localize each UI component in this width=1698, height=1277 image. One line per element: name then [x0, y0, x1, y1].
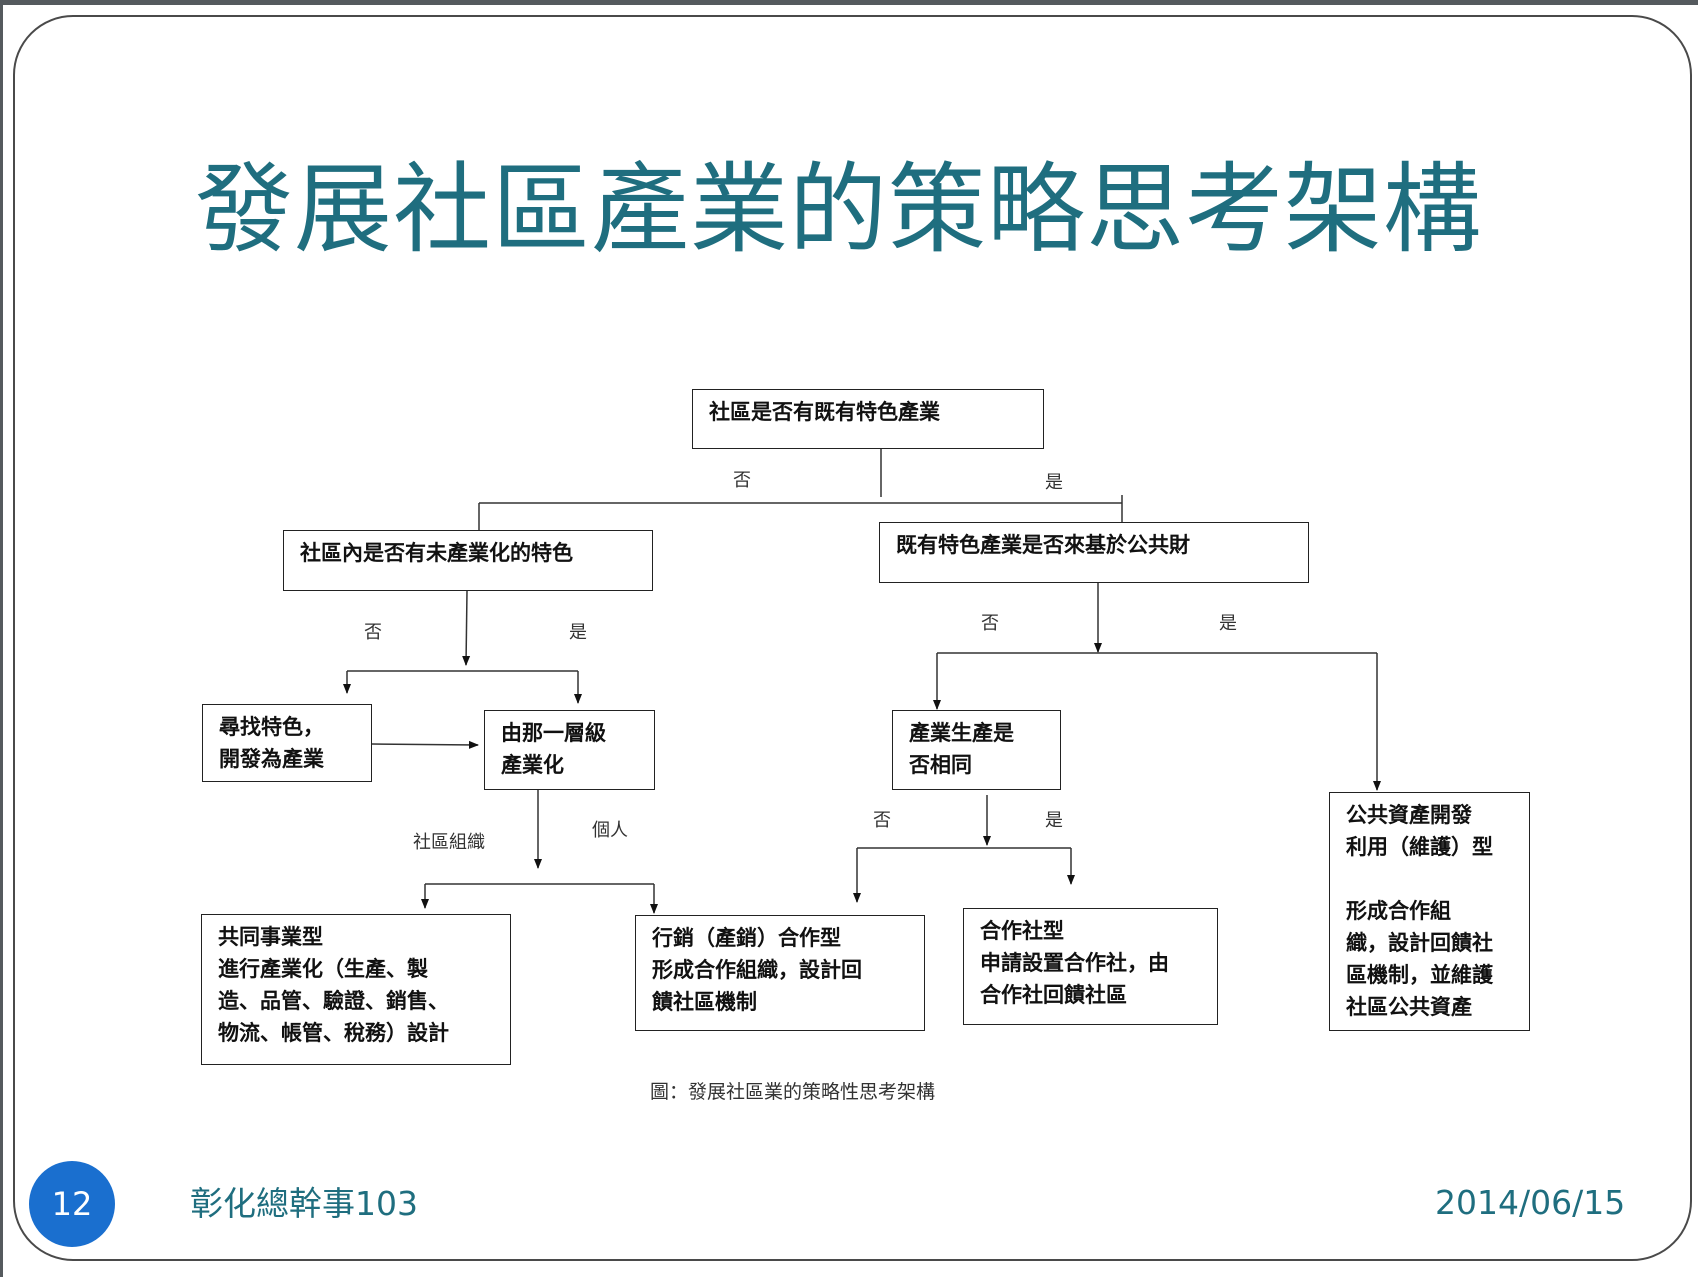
top-frame-bar: [0, 0, 1698, 5]
footer-left-text: 彰化總幹事103: [190, 1184, 418, 1223]
node-same-production: 產業生產是 否相同: [892, 710, 1061, 790]
label-root-no: 否: [733, 470, 751, 491]
label-level-org: 社區組織: [413, 832, 485, 853]
node-marketing-coop: 行銷（產銷）合作型 形成合作組織，設計回 饋社區機制: [635, 915, 925, 1031]
page-number-badge: 12: [29, 1161, 115, 1247]
node-which-level: 由那一層級 產業化: [484, 710, 655, 790]
label-pub-no: 否: [981, 613, 999, 634]
label-same-no: 否: [873, 810, 891, 831]
node-public-goods: 既有特色產業是否來基於公共財: [879, 522, 1309, 583]
label-pub-yes: 是: [1219, 613, 1237, 634]
node-unindustrialized: 社區內是否有未產業化的特色: [283, 530, 653, 591]
label-level-individual: 個人: [592, 820, 628, 841]
slide-title: 發展社區產業的策略思考架構: [195, 153, 1483, 267]
footer-date: 2014/06/15: [1435, 1183, 1626, 1222]
node-find-features: 尋找特色， 開發為產業: [202, 704, 372, 782]
label-unind-no: 否: [364, 622, 382, 643]
label-same-yes: 是: [1045, 810, 1063, 831]
left-frame-bar: [0, 0, 3, 1277]
diagram-caption: 圖：發展社區業的策略性思考架構: [650, 1081, 936, 1103]
node-cooperative: 合作社型 申請設置合作社，由 合作社回饋社區: [963, 908, 1218, 1025]
node-root: 社區是否有既有特色產業: [692, 389, 1044, 449]
connector-find-to-level: [371, 740, 479, 749]
label-unind-yes: 是: [569, 622, 587, 643]
node-joint-venture: 共同事業型 進行產業化（生產、製 造、品管、驗證、銷售、 物流、帳管、稅務）設計: [201, 914, 511, 1065]
label-root-yes: 是: [1045, 472, 1063, 493]
node-public-asset: 公共資產開發 利用（維護）型 形成合作組 織，設計回饋社 區機制，並維護 社區公…: [1329, 792, 1530, 1031]
connector-unind-stem: [462, 590, 471, 666]
